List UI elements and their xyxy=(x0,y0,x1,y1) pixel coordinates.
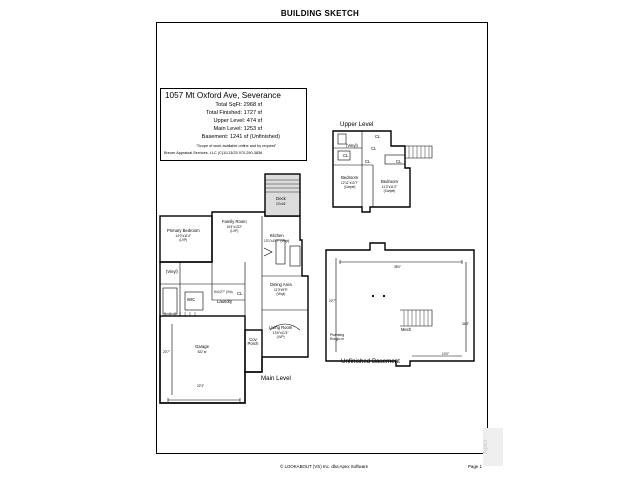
garage-name: Garage xyxy=(195,344,209,349)
upper-level-label: Upper Level xyxy=(340,121,374,128)
living-room-floor: (LVP) xyxy=(276,335,285,340)
garage-outline xyxy=(159,315,246,404)
page-title: BUILDING SKETCH xyxy=(280,9,360,18)
primary-bedroom-floor: (LVP) xyxy=(179,238,188,243)
company-line: Breuer Appraisal Services, LLC (C)11/13/… xyxy=(164,151,263,155)
bedroom-a-floor: (Carpet) xyxy=(343,185,356,190)
upper-closet-a: CL xyxy=(375,134,381,139)
bedroom-b-floor: (Carpet) xyxy=(383,189,396,194)
garage-depth-dim: 20'7" xyxy=(163,350,171,354)
basement-right-dim: 34'3" xyxy=(462,322,470,326)
upper-bath-floor-label: (Vinyl) xyxy=(346,143,358,148)
kitchen-name: Kitchen xyxy=(269,233,284,238)
upper-closet-e: CL xyxy=(396,159,402,164)
upper-closet-c: CL xyxy=(365,159,371,164)
primary-bedroom-dims: 14'0"x11'4" xyxy=(175,233,192,238)
living-room-dims: 13'6"x11'3" xyxy=(272,330,289,335)
bedroom-b-dims: 11'3"x11'2" xyxy=(381,184,398,189)
bath-floor-label: (Vinyl) xyxy=(166,269,178,274)
living-room-name: Living Room xyxy=(269,325,293,330)
apex-watermark: Apex xyxy=(483,428,503,466)
bedroom-a-dims: 12'11"x10'7" xyxy=(341,180,359,185)
property-info-box: 1057 Mt Oxford Ave, Severance Total SqFt… xyxy=(160,88,307,161)
deck-outline xyxy=(264,173,301,217)
main-level-sqft: Main Level: 1253 sf xyxy=(213,126,262,132)
main-level-label: Main Level xyxy=(261,375,291,382)
total-finished: Total Finished: 1727 sf xyxy=(206,110,262,116)
plumbing-label: Plumbing Rough-in xyxy=(330,333,345,341)
primary-bedroom-outline xyxy=(159,215,213,263)
family-room-floor: (LVP) xyxy=(230,229,239,234)
dining-floor: (Vinyl) xyxy=(276,292,286,297)
cov-porch-outline xyxy=(244,329,263,373)
garage-width-dim: 22'3" xyxy=(197,384,205,388)
deck-name: Deck xyxy=(276,196,286,201)
closet-label: CL xyxy=(237,291,243,296)
basement-sqft: Basement: 1241 sf (Unfinished) xyxy=(201,134,280,140)
basement-bottom-dim: 10'0" xyxy=(442,352,450,356)
upper-closet-b: CL xyxy=(343,153,349,158)
dining-dims: 11'3"x9'9" xyxy=(273,287,288,292)
upper-level-sqft: Upper Level: 474 sf xyxy=(213,118,262,124)
family-room-dims: 15'4"x13'2" xyxy=(226,224,243,229)
upper-closet-d: CL xyxy=(371,146,377,151)
sketch-frame xyxy=(156,22,488,454)
garage-area: 522 sf xyxy=(197,349,207,354)
family-room-name: Family Room xyxy=(222,219,247,224)
wic-label: WIC xyxy=(187,297,196,302)
footer-copyright: © LOOKABOUT (VS) Inc. dba Apex Software xyxy=(280,464,369,469)
property-address: 1057 Mt Oxford Ave, Severance xyxy=(165,91,281,100)
basement-level-label: Unfinished Basement xyxy=(341,358,400,365)
upper-level-outline xyxy=(332,130,411,213)
laundry-label: Laundry xyxy=(217,299,233,304)
basement-top-dim: 38'0" xyxy=(394,265,402,269)
bedroom-b-name: Bedroom xyxy=(381,179,398,184)
basement-outline xyxy=(325,242,475,367)
cov-porch-label: Cov Porch xyxy=(247,337,259,347)
deck-dims: 10'x16' xyxy=(276,201,286,206)
hall-label: 5'x10'7" (Vin) xyxy=(214,290,233,294)
scope-note: "Scope of work available online and by r… xyxy=(196,144,277,148)
basement-left-dim: 20'7" xyxy=(329,299,337,303)
bedroom-a-name: Bedroom xyxy=(341,175,359,180)
total-sqft: Total SqFt: 2968 sf xyxy=(215,102,262,108)
footer-page: Page 1 xyxy=(468,464,482,469)
primary-bedroom-name: Primary Bedroom xyxy=(167,228,200,233)
mech-label: Mech xyxy=(401,327,412,332)
kitchen-dims: 13'1"x11'7" (Vinyl) xyxy=(264,238,290,243)
dining-name: Dining Area xyxy=(270,282,292,287)
